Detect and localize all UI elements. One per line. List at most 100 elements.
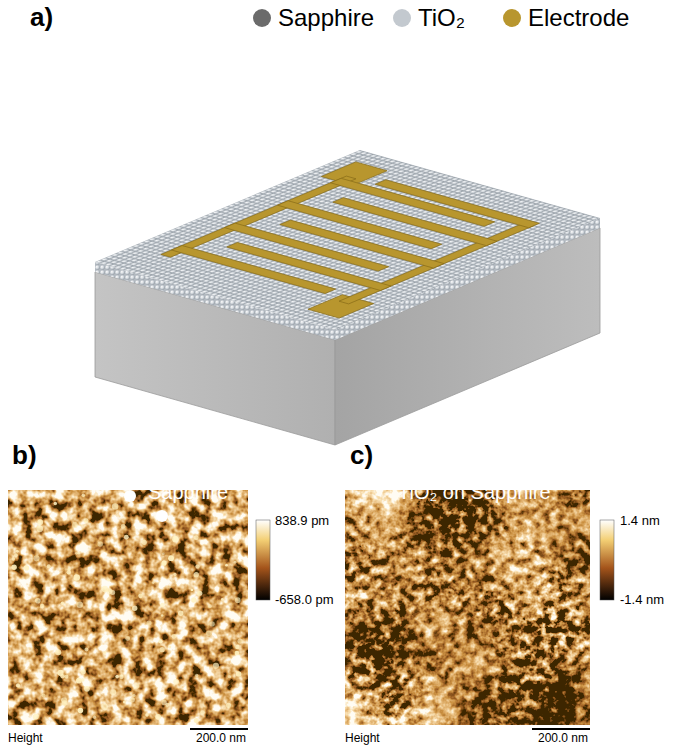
surface-grain (197, 591, 202, 596)
surface-grain (119, 675, 124, 680)
surface-grain (162, 552, 165, 555)
channel-name-text: Height (8, 731, 43, 745)
surface-grain (81, 669, 86, 674)
surface-grain (102, 586, 109, 593)
surface-grain (54, 502, 58, 506)
surface-grain (235, 651, 240, 656)
surface-grain (84, 648, 88, 652)
surface-grain (33, 555, 39, 561)
marker-dot (124, 490, 136, 502)
surface-grain (191, 597, 196, 602)
surface-grain (194, 572, 199, 577)
surface-grain (173, 679, 179, 685)
surface-grain (173, 573, 176, 576)
surface-grain (74, 574, 80, 580)
surface-grain (82, 494, 86, 498)
surface-grain (228, 675, 231, 678)
surface-grain (178, 611, 183, 616)
surface-grain (64, 675, 68, 679)
panel-label-text: a) (30, 2, 53, 32)
marker-dot (156, 510, 168, 522)
surface-grain (168, 586, 170, 588)
surface-grain (11, 564, 17, 570)
surface-grain (168, 645, 171, 648)
surface-grain (152, 581, 155, 584)
surface-grain (159, 647, 164, 652)
surface-grain (208, 604, 212, 608)
surface-grain (225, 564, 228, 567)
surface-grain (132, 694, 135, 697)
color-bar (600, 520, 614, 600)
surface-grain (234, 561, 237, 564)
surface-grain (55, 649, 61, 655)
afm-image-tio2 (345, 490, 614, 729)
colorbar-min-text: -658.0 pm (275, 592, 334, 607)
channel-name: Height (345, 731, 380, 745)
legend-text: TiO₂ (418, 4, 465, 31)
surface-grain (195, 564, 200, 569)
surface-grain (76, 678, 82, 684)
surface-grain (42, 693, 46, 697)
surface-grain (37, 519, 43, 525)
legend-text: Electrode (528, 4, 629, 31)
color-bar (256, 520, 270, 600)
panel-label: c) (350, 440, 373, 470)
surface-grain (84, 686, 90, 692)
surface-grain (206, 630, 211, 635)
legend-swatch (393, 9, 411, 27)
surface-grain (209, 621, 214, 626)
surface-grain (235, 597, 241, 603)
surface-grain (76, 601, 83, 608)
channel-name-text: Height (345, 731, 380, 745)
image-title-text: Sapphire (148, 481, 228, 503)
surface-grain (200, 710, 205, 715)
panel-label: a) (30, 2, 53, 32)
surface-grain (109, 590, 112, 593)
surface-grain (35, 598, 41, 604)
surface-grain (146, 620, 151, 625)
surface-grain (237, 638, 242, 643)
legend-swatch (503, 9, 521, 27)
surface-grain (112, 503, 118, 509)
legend-item: TiO₂ (392, 4, 465, 32)
surface-grain (172, 536, 178, 542)
surface-grain (40, 604, 44, 608)
surface-grain (97, 541, 103, 547)
surface-grain (191, 589, 194, 592)
image-title-text: TiO₂ on Sapphire (398, 481, 551, 503)
surface-grain (188, 544, 191, 547)
tio2-surface (95, 150, 600, 330)
scale-bar-label: 200.0 nm (538, 731, 588, 745)
surface-grain (213, 663, 219, 669)
surface-grain (16, 550, 19, 553)
scale-bar-label-text: 200.0 nm (538, 731, 588, 745)
colorbar-max: 1.4 nm (620, 513, 660, 528)
surface-grain (115, 675, 119, 679)
surface-grain (110, 689, 116, 695)
surface-grain (103, 651, 107, 655)
legend-item: Electrode (502, 4, 629, 32)
surface-grain (216, 554, 219, 557)
colorbar-max-text: 1.4 nm (620, 513, 660, 528)
surface-grain (165, 703, 169, 707)
surface-grain (72, 522, 78, 528)
surface-grain (78, 708, 84, 714)
legend-item: Sapphire (252, 4, 374, 32)
surface-grain (101, 703, 108, 710)
surface-grain (226, 703, 231, 708)
surface-grain (145, 713, 149, 717)
top-face (95, 150, 600, 330)
surface-grain (11, 557, 15, 561)
panel-label: b) (12, 440, 37, 470)
surface-grain (155, 714, 161, 720)
scale-bar-label-text: 200.0 nm (196, 731, 246, 745)
surface-grain (194, 535, 199, 540)
surface-grain (60, 674, 65, 679)
panel-label-text: b) (12, 440, 37, 470)
surface-grain (132, 606, 137, 611)
surface-grain (36, 525, 43, 532)
surface-grain (75, 552, 78, 555)
colorbar-min: -658.0 pm (275, 592, 334, 607)
channel-name: Height (8, 731, 43, 745)
